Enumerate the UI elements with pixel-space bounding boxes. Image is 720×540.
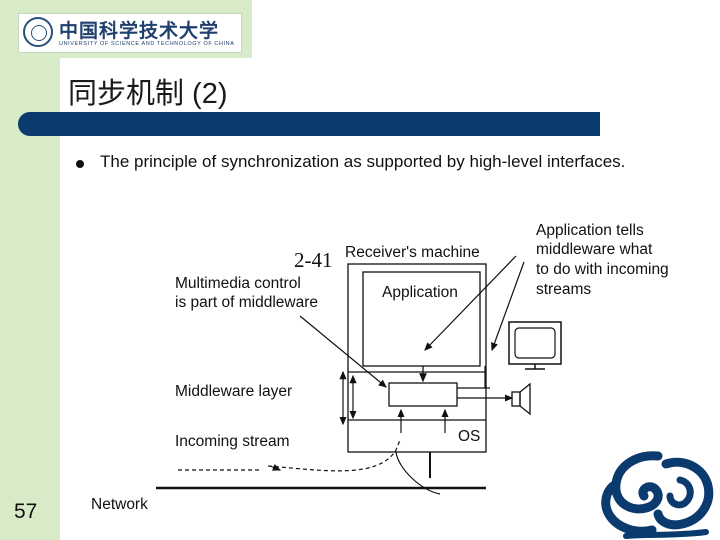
app-tells-label-2: middleware what <box>536 241 653 258</box>
application-label: Application <box>382 284 458 301</box>
receivers-machine-label: Receiver's machine <box>345 244 480 261</box>
middleware-inner-box <box>388 382 458 407</box>
page-number: 57 <box>14 500 38 523</box>
app-tells-pointer-arrow-1 <box>491 261 525 352</box>
os-label: OS <box>458 428 480 445</box>
speaker-icon <box>511 382 531 416</box>
monitor-icon <box>508 321 562 370</box>
app-tells-label-3: to do with incoming <box>536 261 669 278</box>
incoming-stream-pointer <box>269 463 282 471</box>
bullet-text: The principle of synchronization as supp… <box>100 152 626 171</box>
university-seal-icon <box>23 17 53 47</box>
network-label: Network <box>91 496 148 513</box>
multimedia-label-2: is part of middleware <box>175 294 318 311</box>
left-sidebar <box>0 0 60 540</box>
app-tells-pointer-arrow-2 <box>424 255 517 351</box>
slide-title: 同步机制 (2) <box>68 78 228 110</box>
multimedia-label-1: Multimedia control <box>175 275 301 292</box>
receiver-machine-box <box>347 263 487 453</box>
logo-chinese-name: 中国科学技术大学 <box>59 20 220 42</box>
incoming-stream-label: Incoming stream <box>175 433 290 450</box>
title-underline-bar <box>18 112 600 136</box>
figure-label: 2-41 <box>294 248 333 272</box>
bullet-dot <box>76 160 84 168</box>
network-tap-curve <box>395 451 441 495</box>
logo-english-name: UNIVERSITY OF SCIENCE AND TECHNOLOGY OF … <box>59 41 235 47</box>
app-tells-label-1: Application tells <box>536 222 644 239</box>
application-box <box>362 271 481 367</box>
app-tells-label-4: streams <box>536 281 591 298</box>
university-logo: 中国科学技术大学 UNIVERSITY OF SCIENCE AND TECHN… <box>18 13 242 53</box>
dragon-logo-icon <box>601 451 714 539</box>
incoming-stream-path <box>178 439 401 472</box>
multimedia-pointer-arrow <box>299 315 387 388</box>
middleware-layer-label: Middleware layer <box>175 383 292 400</box>
